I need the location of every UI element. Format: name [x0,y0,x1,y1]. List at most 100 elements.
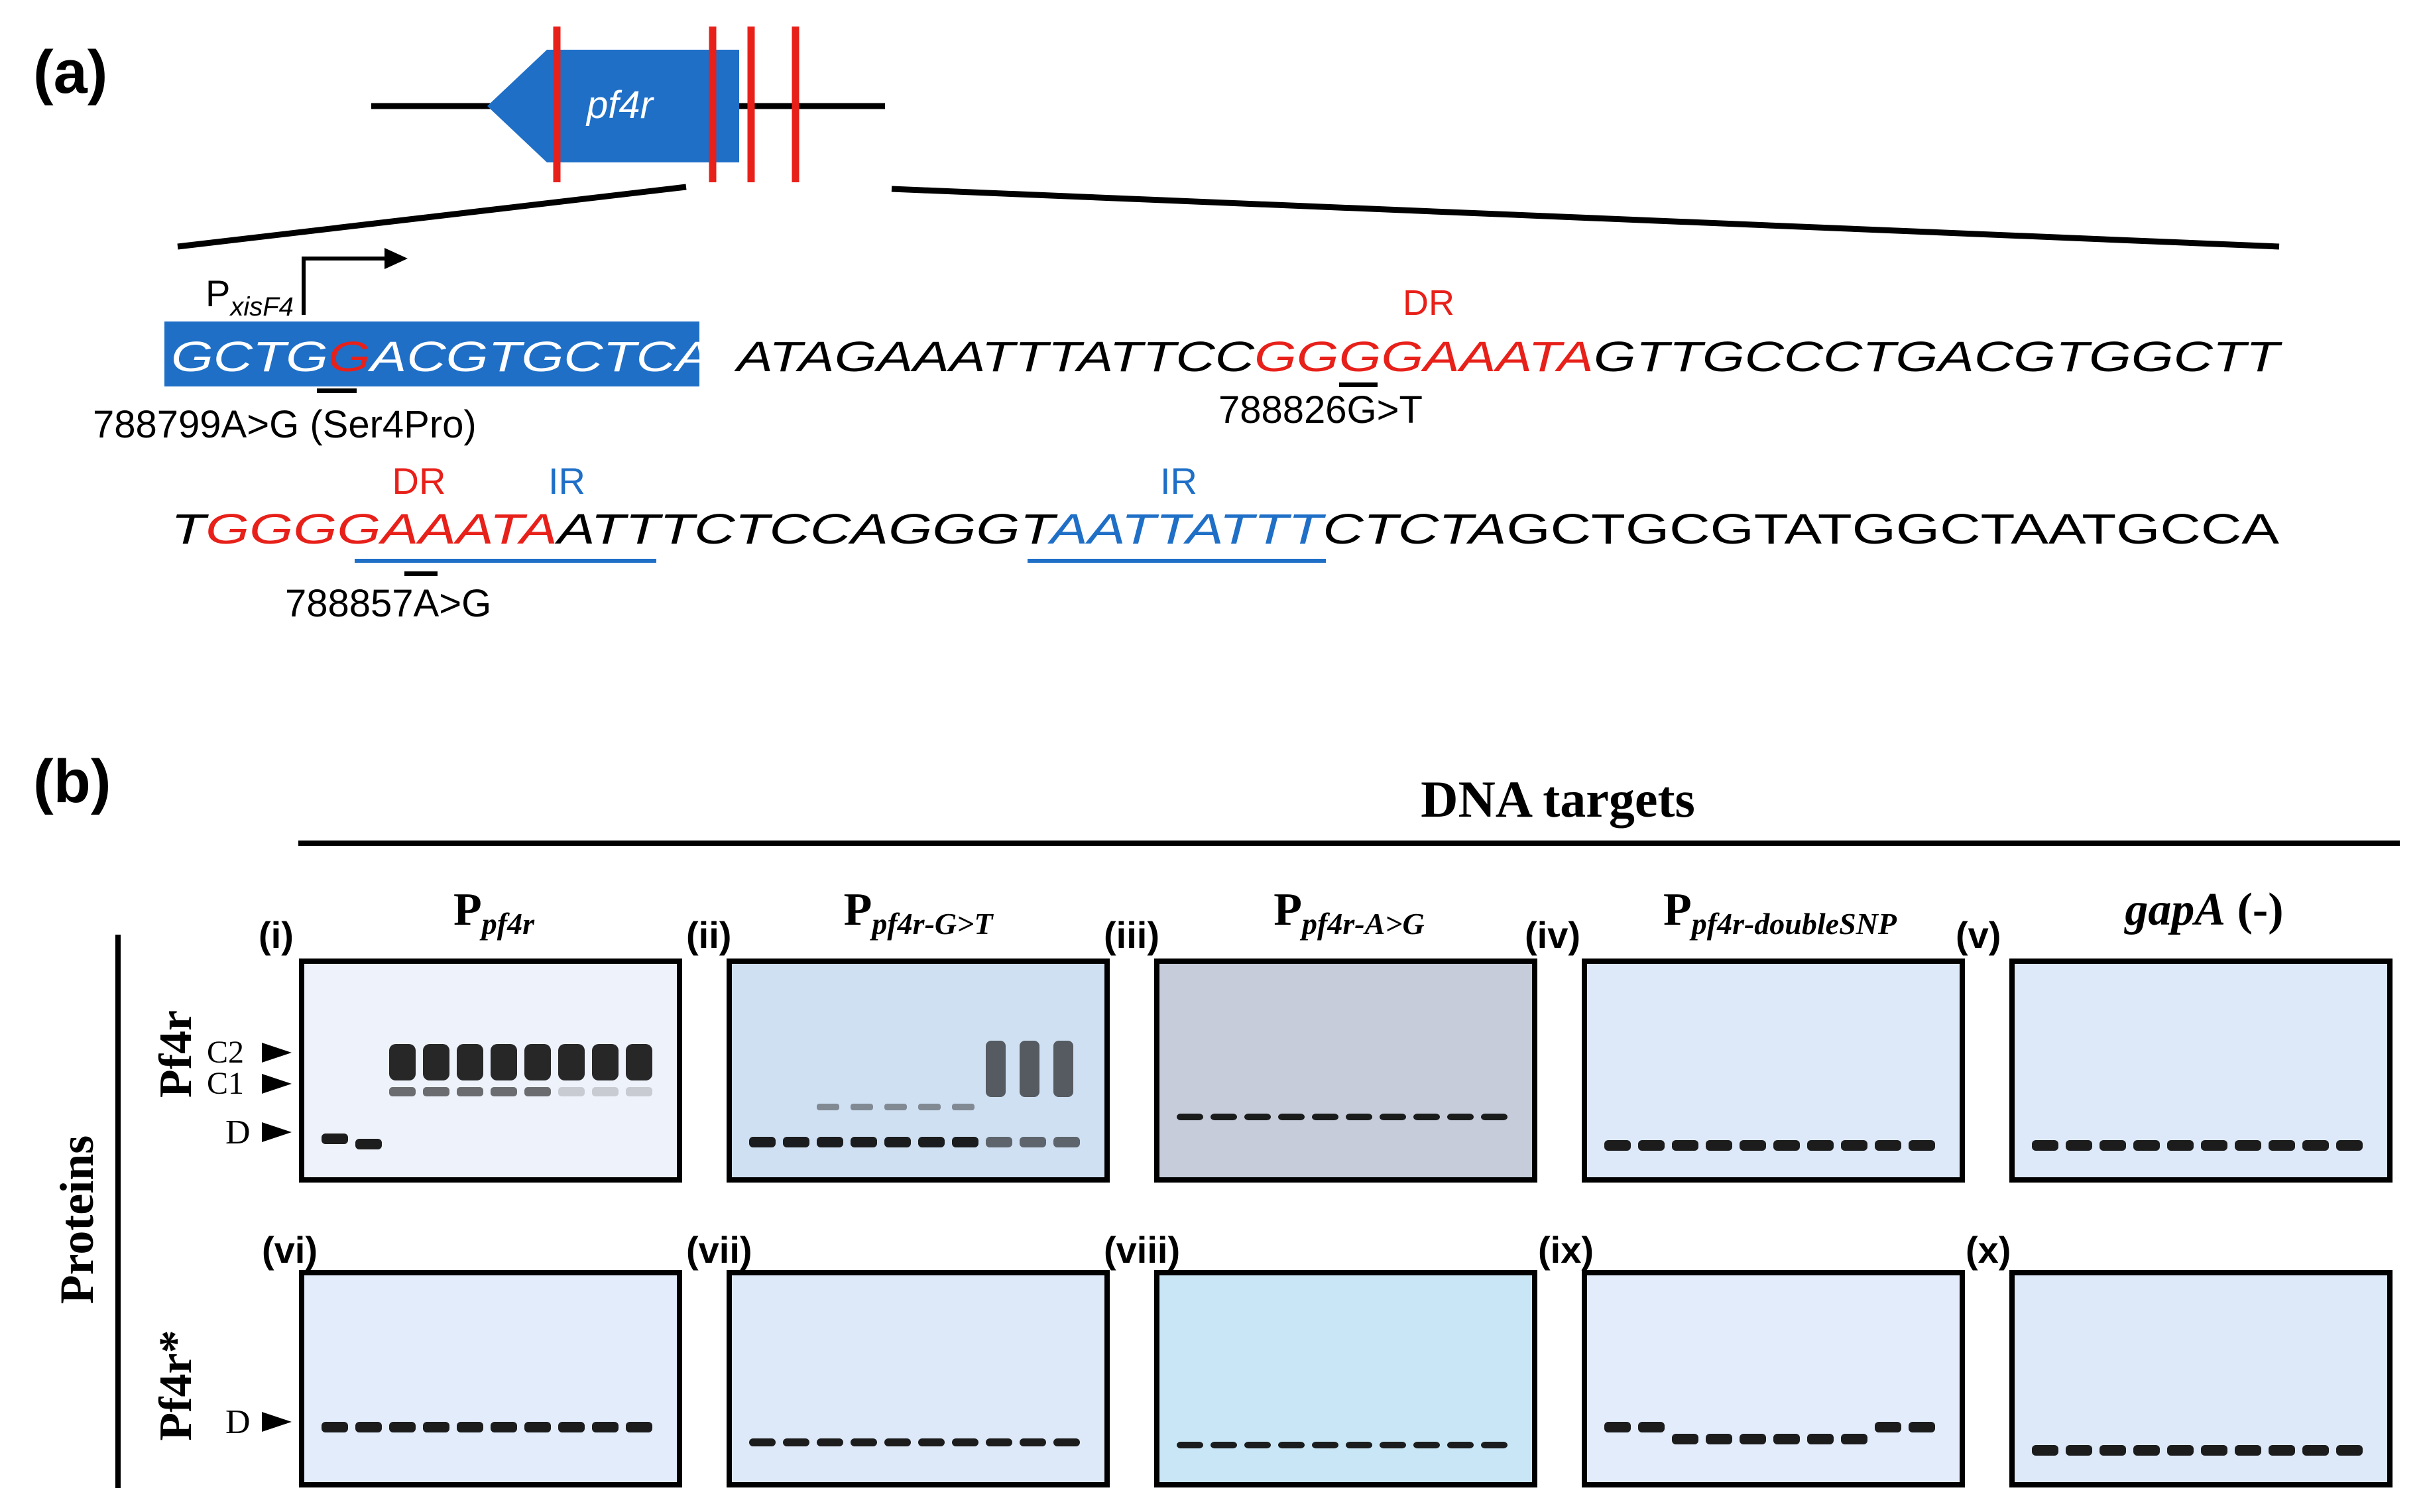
col5-suffix: (-) [2225,884,2283,935]
sequence-line-2-segment: GGGGAAATA [206,505,558,553]
gel-band [1413,1114,1440,1120]
gel-panel [299,959,682,1183]
gel-band [1312,1114,1338,1120]
gel-band [1740,1434,1766,1444]
gel-band [389,1422,416,1432]
gel-band [2269,1445,2295,1456]
snp1-label: 788799A>G (Ser4Pro) [93,403,477,446]
gel-minor-band [952,1104,975,1110]
gel-band [1346,1114,1372,1120]
gel-band [1244,1114,1271,1120]
gel-label-viii: (viii) [1104,1229,1180,1271]
gel-label-i: (i) [259,914,294,956]
gel-band [592,1422,619,1432]
gel-frame [299,1270,682,1487]
gel-minor-band [884,1104,907,1110]
gel-band [1278,1114,1305,1120]
gel-minor-band [817,1104,839,1110]
gel-band [355,1139,382,1149]
promoter-highlight [164,321,699,386]
gel-complex-band [626,1087,652,1096]
gel-label-ii: (ii) [686,914,731,956]
sequence-line-1-segment: GTTGCCCTGACGTGGCTT [1594,333,2282,380]
sequence-line-2-segment: CTCTA [1323,505,1506,553]
gel-band [524,1422,551,1432]
zoom-line-right [891,186,2280,250]
gel-band [2032,1140,2058,1151]
gel-band [1447,1114,1474,1120]
gel-frame [1154,1270,1537,1487]
band-arrow-d-row2 [262,1412,292,1432]
col4-base: P [1663,884,1692,935]
gel-band [1807,1434,1834,1444]
column-header-3: Ppf4r-A>G [1273,884,1424,941]
gel-label-x: (x) [1966,1229,2011,1271]
gel-panel [727,959,1110,1183]
gel-band [1773,1140,1800,1151]
gel-band [884,1438,911,1446]
red-label-dr-2: DR [392,460,446,502]
promoter-label: PxisF4 [206,272,294,321]
gel-band [851,1137,877,1147]
col1-sub: pf4r [479,907,535,941]
dna-targets-label: DNA targets [1421,770,1695,828]
gel-band [2336,1445,2363,1456]
gel-band [626,1422,652,1432]
snp2-label: 788826G>T [1218,388,1423,432]
gel-band [2201,1445,2227,1456]
gel-complex-band [592,1044,619,1080]
gel-band [2336,1140,2363,1151]
column-header-5: gapA (-) [2123,884,2283,935]
gel-band [2066,1445,2092,1456]
gel-band [1244,1442,1271,1448]
gel-band [1604,1140,1631,1151]
sequence-line-1-segment: GGGGAAATA [1254,333,1594,380]
promoter-arrow [302,248,408,315]
panel-b-label: (b) [33,748,111,815]
gel-band [1020,1438,1046,1446]
gel-complex-band [524,1087,551,1096]
gel-minor-band [918,1104,941,1110]
gel-frame [1582,1270,1965,1487]
gel-band [1312,1442,1338,1448]
gel-band [457,1422,483,1432]
sequence-line-1-segment: ATAGAAATTTATTCC [733,333,1255,380]
gel-band [1053,1137,1080,1147]
column-header-4: Ppf4r-doubleSNP [1663,884,1897,941]
gel-complex-band [389,1044,416,1080]
gel-band [1875,1140,1901,1151]
gel-panel [2009,1270,2393,1487]
gel-band [1447,1442,1474,1448]
promoter-base: P [206,272,230,314]
band-label-c2: C2 [207,1035,244,1070]
gel-band [1773,1434,1800,1444]
gel-panel [2009,959,2393,1183]
band-label-c1: C1 [207,1066,244,1101]
gel-complex-band [491,1044,517,1080]
col1-base: P [453,884,482,935]
gel-panel [727,1270,1110,1487]
gel-band [1177,1442,1203,1448]
gel-band [1020,1137,1046,1147]
gel-band [1909,1140,1935,1151]
gel-band [918,1438,945,1446]
gel-complex-band [986,1041,1006,1097]
gel-band [1278,1442,1305,1448]
gel-complex-band [491,1087,517,1096]
ir-underline-2 [1028,559,1326,563]
snp2-underline [1339,382,1378,387]
gel-band [1638,1140,1665,1151]
col4-sub: pf4r-doubleSNP [1689,907,1897,941]
gel-band [2133,1140,2160,1151]
gel-band [1909,1422,1935,1432]
gel-frame [1154,959,1537,1183]
gel-band [2100,1445,2126,1456]
gel-band [1706,1140,1732,1151]
gel-minor-band [851,1104,873,1110]
gel-band [1053,1438,1080,1446]
band-arrow-c2 [262,1043,292,1063]
gel-complex-band [457,1087,483,1096]
gel-band [1380,1114,1406,1120]
gel-band [749,1438,776,1446]
gel-band [1604,1422,1631,1432]
